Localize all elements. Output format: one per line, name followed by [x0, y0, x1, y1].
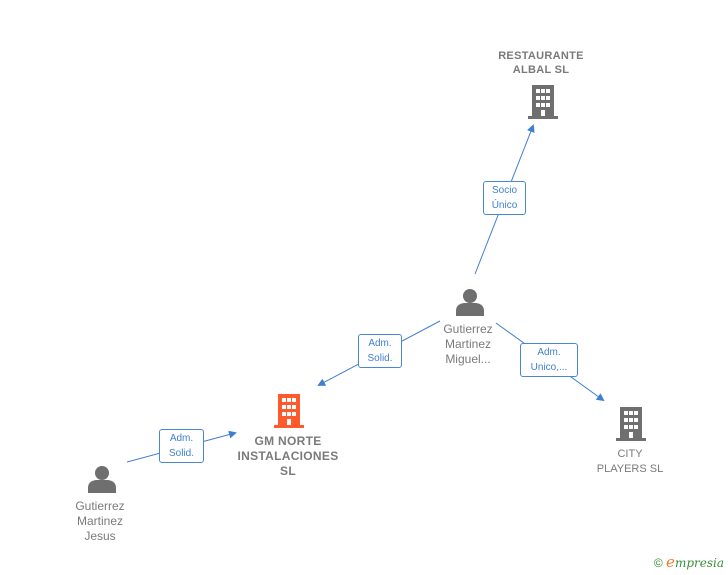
edge-label-adm-solid: Adm. Solid.: [358, 334, 402, 368]
person-icon[interactable]: [456, 288, 484, 316]
person-icon[interactable]: [88, 465, 116, 493]
node-label-city-players[interactable]: CITY PLAYERS SL: [596, 448, 664, 475]
edge-label-adm-solid: Adm. Solid.: [159, 429, 204, 463]
node-label-miguel[interactable]: Gutierrez Martinez Miguel...: [443, 322, 493, 366]
building-icon[interactable]: [528, 85, 558, 119]
copyright-icon: ©: [653, 556, 663, 570]
edge-label-socio-unico: Socio Único: [483, 181, 526, 215]
building-icon[interactable]: [616, 407, 646, 441]
brand-name: mpresia: [674, 556, 724, 570]
brand-initial: e: [666, 553, 675, 571]
node-label-jesus[interactable]: Gutierrez Martinez Jesus: [75, 499, 125, 543]
node-label-gm-norte[interactable]: GM NORTE INSTALACIONES SL: [237, 434, 339, 478]
empresia-logo: © empresia: [654, 553, 724, 571]
node-label-restaurante-albal[interactable]: RESTAURANTE ALBAL SL: [498, 50, 584, 76]
edge-label-adm-unico: Adm. Unico,...: [520, 343, 578, 377]
building-icon[interactable]: [274, 394, 304, 428]
